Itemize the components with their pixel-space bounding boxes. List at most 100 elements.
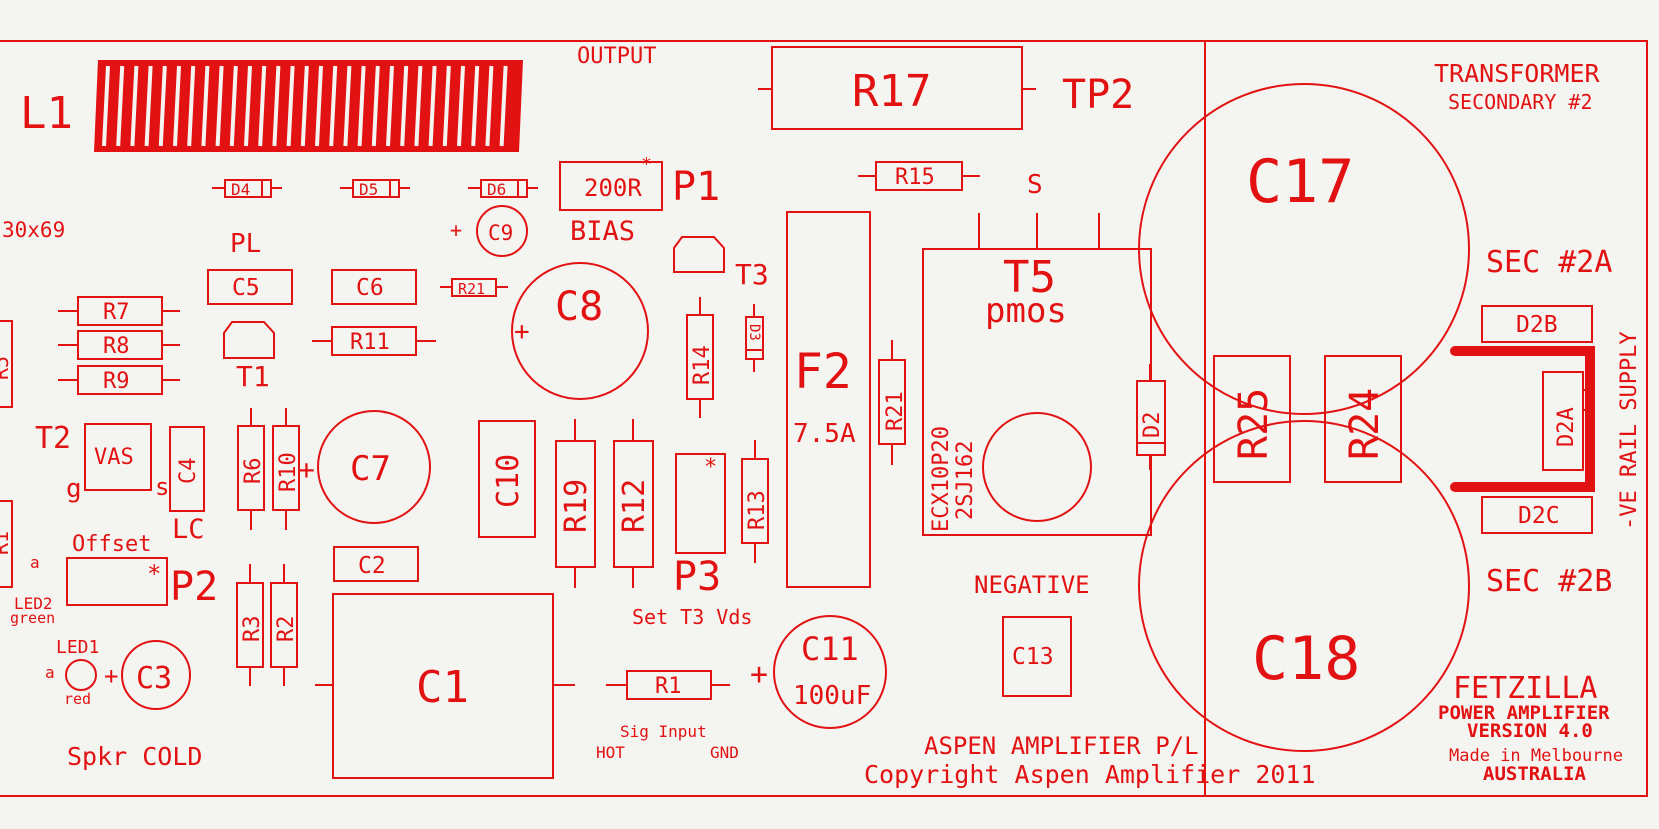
- c7-label: C7: [350, 449, 391, 489]
- r10-label: R10: [276, 452, 301, 492]
- r3-label: R3: [240, 616, 265, 643]
- r15-label: R15: [895, 165, 935, 190]
- resistor-r7: R7: [58, 296, 180, 326]
- p1-value: 200R: [584, 174, 642, 202]
- vas-label: VAS: [94, 445, 134, 470]
- r14-label: R14: [690, 345, 715, 385]
- mosfet-t5: T5 pmos ECX10P20 2SJ162: [922, 213, 1152, 536]
- offset-trimpot: Offset * a LED2 green P2: [10, 532, 218, 627]
- svg-text:+: +: [104, 662, 118, 690]
- r1-partial-label: R1: [0, 531, 13, 555]
- set-t3-label: Set T3 Vds: [632, 605, 752, 629]
- resistor-r21-small: R21: [440, 278, 508, 298]
- resistor-r10: R10: [272, 408, 301, 530]
- s-t2-label: s: [155, 473, 169, 501]
- version-label: VERSION 4.0: [1467, 720, 1593, 742]
- bias-label: BIAS: [570, 216, 635, 247]
- d5-label: D5: [359, 180, 378, 199]
- d2-label: D2: [1140, 412, 1165, 439]
- c18-label: C18: [1252, 624, 1360, 694]
- r2-label: R2: [274, 616, 299, 643]
- r13-label: R13: [745, 490, 770, 530]
- r5-partial-label: R5: [0, 356, 13, 380]
- capacitor-c3: C3 +: [104, 640, 191, 710]
- diode-d3: D3: [745, 304, 764, 372]
- resistor-r19: R19: [555, 419, 596, 588]
- secondary2-label: SECONDARY #2: [1448, 90, 1593, 114]
- resistor-r25: R25: [1213, 355, 1291, 483]
- r12-label: R12: [617, 479, 652, 533]
- trimpot-p3: * P3: [673, 453, 726, 600]
- s-label: S: [1027, 170, 1043, 200]
- svg-text:*: *: [641, 154, 652, 175]
- t3-label: T3: [735, 258, 769, 291]
- resistor-r1: R1: [606, 670, 730, 700]
- diode-d2c: D2C: [1481, 496, 1593, 534]
- r21-small-label: R21: [458, 280, 485, 298]
- svg-text:*: *: [704, 455, 717, 480]
- a1-label: a: [30, 553, 40, 572]
- australia-label: AUSTRALIA: [1483, 763, 1587, 785]
- r1-label: R1: [655, 674, 682, 699]
- copyright-label: Copyright Aspen Amplifier 2011: [864, 760, 1316, 789]
- t5-label: T5: [1003, 252, 1056, 303]
- capacitor-c17: C17: [1138, 83, 1470, 415]
- inductor-l1: L1: [20, 60, 523, 152]
- spkr-cold-label: Spkr COLD: [67, 742, 202, 771]
- sig-input-label: Sig Input: [620, 722, 707, 741]
- resistor-r1-partial: R1: [0, 500, 13, 588]
- c4-label: C4: [176, 458, 201, 485]
- offset-label: Offset: [72, 532, 151, 557]
- resistor-r9: R9: [58, 365, 180, 395]
- output-label: OUTPUT: [577, 44, 656, 69]
- resistor-r5-partial: R5: [0, 320, 13, 408]
- led1: LED1 a red: [45, 637, 99, 708]
- resistor-r14: R14: [686, 297, 715, 418]
- r21-label: R21: [883, 391, 908, 431]
- capacitor-c6: C6: [331, 269, 417, 305]
- c17-label: C17: [1246, 147, 1354, 217]
- r24-label: R24: [1342, 388, 1388, 460]
- g-label: g: [66, 474, 82, 504]
- resistor-r21: R21: [878, 340, 908, 465]
- power-amp-label: POWER AMPLIFIER: [1438, 702, 1610, 724]
- c1-label: C1: [416, 662, 469, 713]
- fuse-f2: F2 7.5A: [786, 211, 871, 588]
- resistor-r13: R13: [741, 440, 770, 563]
- r9-label: R9: [103, 369, 130, 394]
- svg-text:+: +: [450, 218, 462, 242]
- tp2-label: TP2: [1062, 72, 1134, 118]
- l1-label: L1: [20, 88, 73, 139]
- capacitor-c2: C2: [333, 546, 419, 582]
- transistor-t1: T1: [223, 321, 275, 393]
- r8-label: R8: [103, 334, 130, 359]
- capacitor-c11: C11 100uF +: [750, 615, 887, 729]
- d2b-label: D2B: [1516, 312, 1558, 338]
- ve-rail-label: -VE RAIL SUPPLY: [1617, 331, 1642, 530]
- svg-text:+: +: [750, 657, 768, 692]
- diode-d2a: D2A: [1542, 371, 1593, 471]
- resistor-r3: R3: [236, 564, 265, 686]
- f2-label: F2: [794, 344, 852, 400]
- r19-label: R19: [559, 479, 594, 533]
- r17-label: R17: [852, 66, 931, 117]
- led1-label: LED1: [56, 637, 99, 658]
- c8-label: C8: [555, 284, 603, 330]
- led2-label: LED2: [14, 594, 53, 613]
- a2-label: a: [45, 663, 55, 682]
- resistor-r11: R11: [312, 326, 436, 356]
- resistor-r6: R6: [237, 408, 266, 530]
- d6-label: D6: [487, 180, 506, 199]
- mosfet-part2: 2SJ162: [953, 441, 978, 520]
- trimpot-p1: 200R * P1 BIAS: [559, 154, 720, 247]
- pl-label: PL: [230, 229, 261, 259]
- svg-text:*: *: [147, 560, 161, 588]
- ve-rail-trace: [1450, 346, 1595, 492]
- transformer-label: TRANSFORMER: [1434, 59, 1601, 88]
- lc-label: LC: [172, 514, 205, 545]
- r6-label: R6: [241, 458, 266, 485]
- gnd-label: GND: [710, 743, 739, 762]
- board-outline: [0, 40, 1648, 797]
- resistor-r15: R15: [858, 161, 980, 191]
